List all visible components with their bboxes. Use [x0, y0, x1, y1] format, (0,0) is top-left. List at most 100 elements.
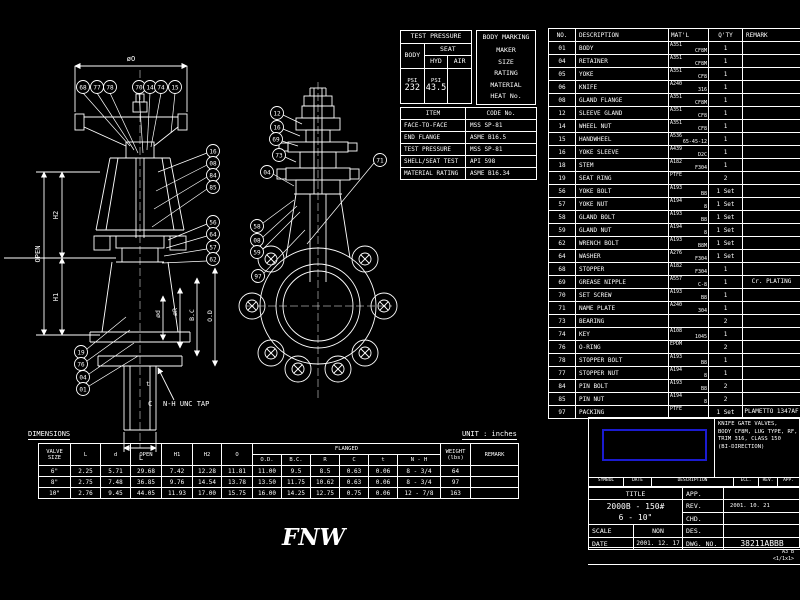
svg-text:08: 08: [209, 161, 217, 168]
parts-header-no: NO.: [548, 28, 576, 42]
part-qty: 1 Set: [708, 236, 743, 250]
part-qty: 2: [708, 392, 743, 406]
part-no: 69: [548, 275, 576, 289]
code-value: MSS SP-81: [465, 119, 537, 132]
dims-header-flanged: FLANGED: [252, 443, 441, 455]
part-no: 77: [548, 366, 576, 380]
part-no: 15: [548, 132, 576, 146]
part-qty: 2: [708, 379, 743, 393]
dim-o: 11.81: [221, 465, 253, 477]
codes-row: MATERIAL RATING ASME B16.34: [400, 167, 537, 180]
part-description: WASHER: [575, 249, 669, 263]
dwg-no-label: DWG. NO.: [682, 537, 725, 550]
dims-header-r: R: [310, 454, 340, 466]
lug: [370, 292, 398, 320]
part-qty: 2: [708, 171, 743, 185]
dim-o: 13.78: [221, 476, 253, 488]
rev-col-symbol: SYMBOL: [589, 478, 624, 486]
dim-l: 2.75: [70, 476, 101, 488]
part-description: WHEEL NUT: [575, 119, 669, 133]
dim-label-bc: B.C: [188, 309, 196, 321]
dim-radial: ød øR B.C O.D: [154, 267, 219, 367]
svg-text:97: 97: [254, 274, 262, 281]
rev-col-rev: REV.: [759, 478, 778, 486]
callout-balloon: 68: [76, 80, 90, 94]
part-no: 12: [548, 106, 576, 120]
part-no: 56: [548, 184, 576, 198]
callout-balloon: 16: [206, 144, 220, 158]
part-remark: [742, 145, 800, 159]
unit-note: UNIT : inches: [462, 430, 517, 440]
dim-l: 2.25: [70, 465, 101, 477]
valve-body-section: [259, 193, 377, 365]
callout-balloon: 04: [76, 370, 90, 384]
dim-size: 8": [38, 476, 71, 488]
parts-header-desc: DESCRIPTION: [575, 28, 669, 42]
part-qty: 1: [708, 366, 743, 380]
dim-nh: 8 - 3/4: [397, 476, 441, 488]
part-remark: [742, 210, 800, 224]
part-no: 73: [548, 314, 576, 328]
dims-row: 6" 2.25 5.71 29.68 7.42 12.28 11.81 11.0…: [38, 465, 519, 477]
part-remark: [742, 184, 800, 198]
part-no: 04: [548, 54, 576, 68]
part-no: 58: [548, 210, 576, 224]
part-qty: 1: [708, 80, 743, 94]
part-no: 59: [548, 223, 576, 237]
dim-c: 0.63: [339, 465, 369, 477]
part-qty: 1 Set: [708, 249, 743, 263]
dim-label-h2: H2: [52, 211, 60, 219]
svg-text:04: 04: [79, 375, 87, 382]
description-line: BODY CF8M, LUG TYPE, RF,: [718, 428, 798, 435]
part-qty: 1: [708, 327, 743, 341]
svg-text:14: 14: [146, 85, 154, 92]
hyd-label: HYD: [423, 55, 449, 69]
test-pressure-title: TEST PRESSURE: [400, 30, 472, 44]
dim-open: 44.05: [130, 487, 162, 499]
part-description: PIN NUT: [575, 392, 669, 406]
dims-header-weight: WEIGHT(lbs): [440, 443, 471, 466]
part-remark: [742, 301, 800, 315]
part-no: 64: [548, 249, 576, 263]
part-description: O-RING: [575, 340, 669, 354]
part-description: GLAND FLANGE: [575, 93, 669, 107]
section-view: 12 16 69 73 04 71 58 08 59 97: [238, 82, 398, 398]
part-description: SET SCREW: [575, 288, 669, 302]
lug-bolt-pattern: [238, 245, 398, 383]
dims-header-l: L: [70, 443, 101, 466]
app-value: [723, 487, 800, 500]
part-qty: 1 Set: [708, 184, 743, 198]
stem-assembly: [276, 87, 360, 195]
date-value: 2001. 12. 17: [632, 537, 684, 550]
part-no: 05: [548, 67, 576, 81]
svg-text:68: 68: [79, 85, 87, 92]
part-description: GLAND BOLT: [575, 210, 669, 224]
svg-text:74: 74: [157, 85, 165, 92]
front-callout-leaders: [82, 92, 208, 387]
callout-balloon: 78: [103, 80, 117, 94]
dim-weight: 97: [440, 476, 471, 488]
part-remark: [742, 353, 800, 367]
front-callouts: 68 77 78 70 14 74 15 16 08 84 85 56 64 5…: [74, 80, 220, 396]
dim-c: 0.75: [339, 487, 369, 499]
sheet-format: A3 B: [781, 549, 794, 555]
callout-balloon: 12: [270, 106, 284, 120]
parts-row: 19 SEAT RING PTFE 2: [548, 171, 800, 185]
dim-bc: 14.25: [281, 487, 311, 499]
sheet-bottom-border: [588, 564, 800, 565]
